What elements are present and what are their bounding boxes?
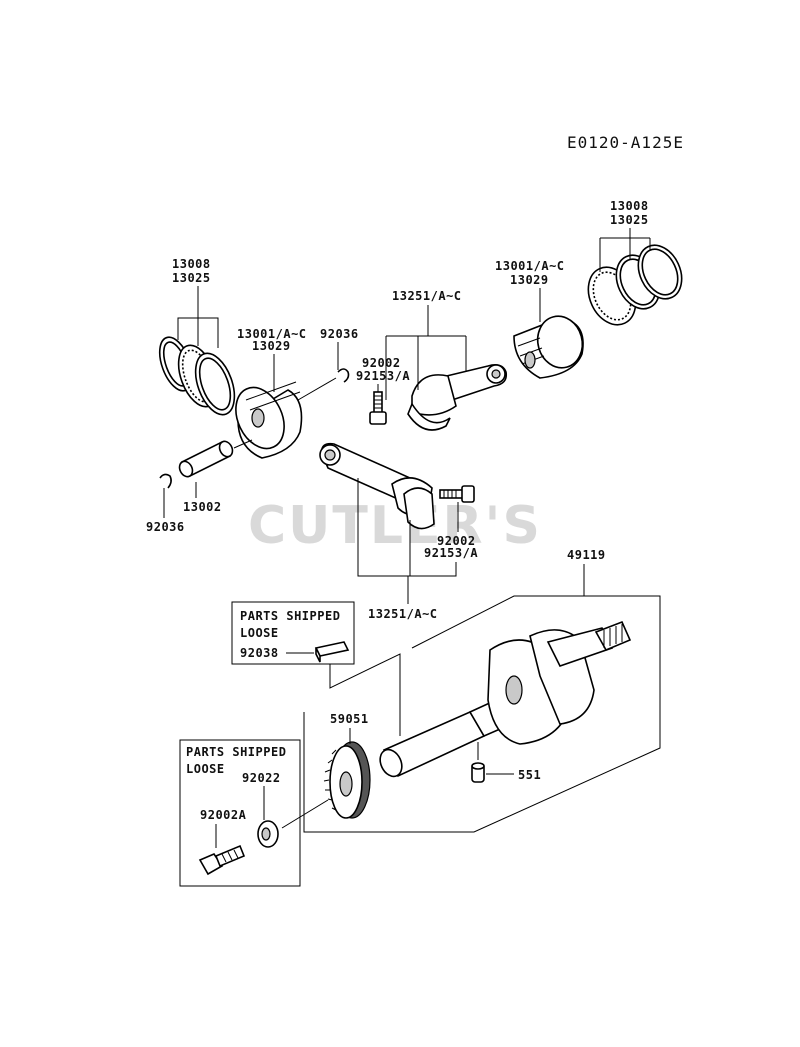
leader-rings-right: [599, 228, 651, 272]
crankshaft-icon: [379, 620, 632, 778]
label-washer: 92022: [242, 771, 281, 785]
label-clip-top-left: 92036: [320, 327, 359, 341]
piston-pin-icon: [178, 440, 234, 478]
label-bolt-bottom-b: 92153/A: [424, 546, 478, 560]
label-key: 92038: [240, 646, 279, 660]
loose-parts-box-1: [231, 601, 355, 665]
label-rings-left-b: 13025: [172, 271, 211, 285]
label-bolt-top-b: 92153/A: [356, 369, 410, 383]
loose-parts-box-2: [179, 739, 301, 887]
piston-rings-right-icon: [587, 244, 683, 326]
circlip-bottom-left-icon: [159, 473, 172, 489]
leader-gear-axis: [281, 799, 329, 829]
label-rings-left-a: 13008: [172, 257, 211, 271]
bolt-top-icon: [369, 391, 387, 425]
gear-bolt-icon: [198, 844, 246, 876]
label-bolt-gear: 92002A: [200, 808, 247, 822]
label-bolt-top-a: 92002: [362, 356, 401, 370]
piston-rings-left-icon: [158, 336, 236, 416]
circlip-top-left-icon: [337, 368, 350, 383]
label-pin-dowel: 551: [518, 768, 541, 782]
loose-box1-title-b: LOOSE: [240, 626, 279, 640]
label-pin: 13002: [183, 500, 222, 514]
connecting-rod-top-icon: [407, 364, 508, 431]
leader-pin-dowel: [477, 742, 514, 775]
leader-rings-left: [177, 317, 219, 348]
crank-gear-icon: [323, 741, 371, 819]
leader-conrod-top: [385, 305, 467, 400]
label-clip-bottom-left: 92036: [146, 520, 185, 534]
piston-left-icon: [235, 381, 303, 459]
piston-right-icon: [513, 315, 584, 379]
leader-box1-link: [329, 653, 401, 736]
diagram-code: E0120-A125E: [567, 133, 684, 152]
loose-box2-title-a: PARTS SHIPPED: [186, 745, 286, 759]
connecting-rod-bottom-icon: [319, 442, 435, 530]
label-piston-right-b: 13029: [510, 273, 549, 287]
woodruff-key-icon: [314, 641, 350, 663]
loose-box2-title-b: LOOSE: [186, 762, 225, 776]
label-gear: 59051: [330, 712, 369, 726]
leader-conrod-bottom: [357, 478, 457, 577]
label-crankshaft: 49119: [567, 548, 606, 562]
label-piston-right-a: 13001/A~C: [495, 259, 565, 273]
label-piston-left-a: 13001/A~C: [237, 327, 307, 341]
leader-pin-axis: [233, 439, 253, 449]
label-conrod-top: 13251/A~C: [392, 289, 462, 303]
label-rings-right-b: 13025: [610, 213, 649, 227]
dowel-pin-icon: [471, 762, 485, 783]
label-bolt-bottom-a: 92002: [437, 534, 476, 548]
bolt-bottom-icon: [439, 485, 475, 503]
loose-box1-title-a: PARTS SHIPPED: [240, 609, 340, 623]
watermark: CUTLER'S: [248, 496, 542, 556]
leader-clip-top-left: [297, 342, 339, 401]
label-piston-left-b: 13029: [252, 339, 291, 353]
leader-crankshaft-box: [303, 564, 661, 833]
washer-icon: [257, 820, 279, 848]
label-conrod-bottom: 13251/A~C: [368, 607, 438, 621]
label-rings-right-a: 13008: [610, 199, 649, 213]
